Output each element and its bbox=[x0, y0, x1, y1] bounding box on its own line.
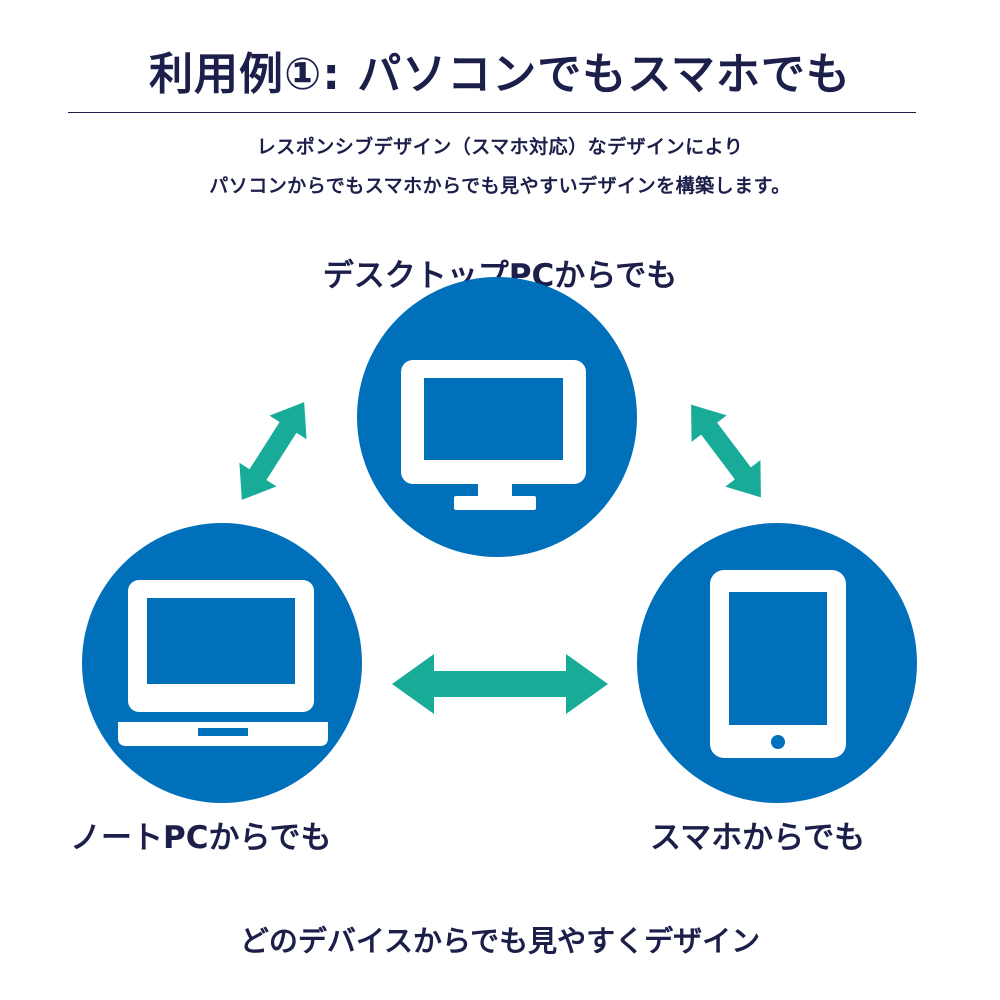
double-arrow-icon bbox=[392, 654, 608, 714]
page-title: 利用例①: パソコンでもスマホでも bbox=[149, 49, 851, 100]
laptop-node bbox=[82, 523, 362, 803]
smartphone-node bbox=[637, 523, 917, 803]
description-line-1: レスポンシブデザイン（スマホ対応）なデザインにより bbox=[256, 136, 744, 158]
description-line-2: パソコンからでもスマホからでも見やすいデザインを構築します。 bbox=[209, 175, 791, 197]
double-arrow-icon bbox=[691, 404, 761, 498]
desktop-node bbox=[357, 277, 637, 557]
smartphone-label: スマホからでも bbox=[650, 820, 866, 856]
smartphone-icon bbox=[710, 570, 846, 758]
desktop-monitor-icon bbox=[401, 360, 586, 510]
footer-text: どのデバイスからでも見やすくデザイン bbox=[239, 924, 761, 958]
title-divider bbox=[68, 112, 916, 113]
double-arrow-icon bbox=[239, 402, 307, 500]
laptop-icon bbox=[118, 580, 328, 746]
laptop-label: ノートPCからでも bbox=[70, 820, 332, 856]
